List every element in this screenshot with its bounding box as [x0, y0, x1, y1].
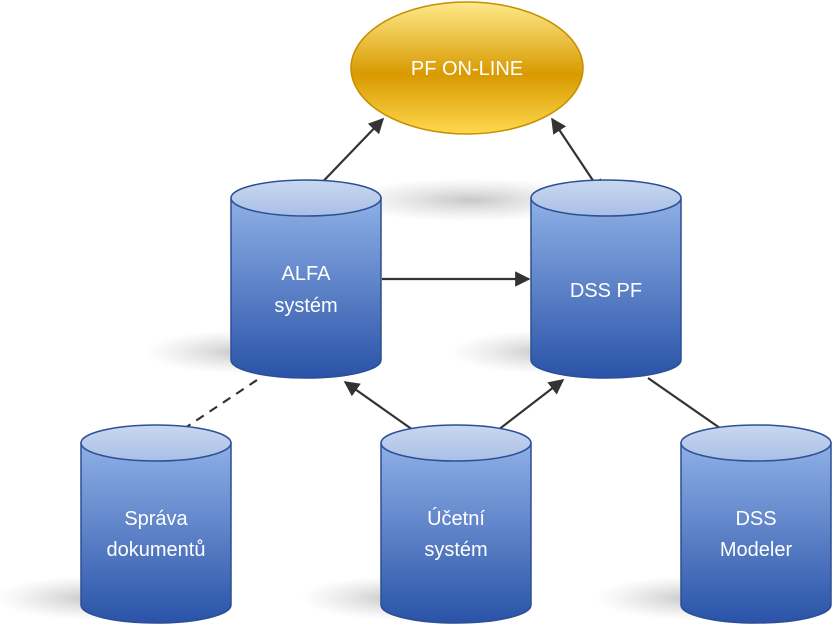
node-ucetni-system: Účetní systém: [380, 424, 532, 624]
node-pf-online: PF ON-LINE: [350, 1, 584, 135]
node-dss-modeler: DSS Modeler: [680, 424, 832, 624]
connector-alfa-sprava: [165, 379, 258, 441]
sprava-label-line2: dokumentů: [107, 539, 206, 561]
sprava-label-line1: Správa: [124, 508, 188, 530]
dss-pf-label: DSS PF: [570, 280, 642, 302]
ucetni-label-line2: systém: [424, 539, 487, 561]
dss-modeler-label-line2: Modeler: [720, 539, 793, 561]
alfa-label-line1: ALFA: [282, 263, 332, 285]
dss-modeler-label-line1: DSS: [735, 508, 776, 530]
node-alfa: ALFA systém: [230, 179, 382, 379]
pf-online-label: PF ON-LINE: [411, 58, 523, 80]
node-dss-pf: DSS PF: [530, 179, 682, 379]
alfa-label-line2: systém: [274, 295, 337, 317]
node-sprava-dokumentu: Správa dokumentů: [80, 424, 232, 624]
ucetni-label-line1: Účetní: [427, 507, 485, 530]
